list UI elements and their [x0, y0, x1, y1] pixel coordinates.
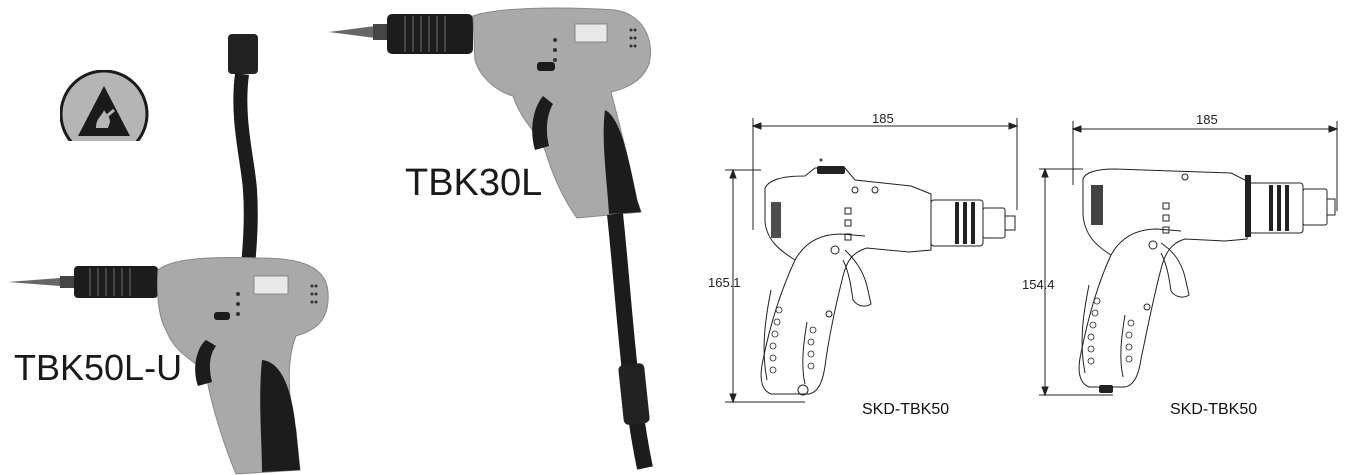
drawing-2-width: 185	[1196, 112, 1218, 127]
technical-drawing-2	[1039, 121, 1339, 397]
esd-warning-icon	[60, 70, 149, 141]
tool-center-label: TBK30L	[405, 162, 543, 204]
drawing-1-height: 165.1	[708, 275, 741, 290]
cable-connector	[228, 34, 258, 74]
drawing-1-caption: SKD-TBK50	[862, 401, 950, 418]
drawing-1-width: 185	[872, 111, 894, 126]
tool-photo-tbk50l-u	[8, 34, 329, 475]
technical-drawing-1	[725, 118, 1019, 404]
tool-left-label: TBK50L-U	[14, 347, 183, 388]
drawing-2-height: 154.4	[1022, 277, 1055, 292]
tool-photo-tbk30l	[329, 7, 653, 470]
drawing-2-caption: SKD-TBK50	[1170, 401, 1258, 418]
